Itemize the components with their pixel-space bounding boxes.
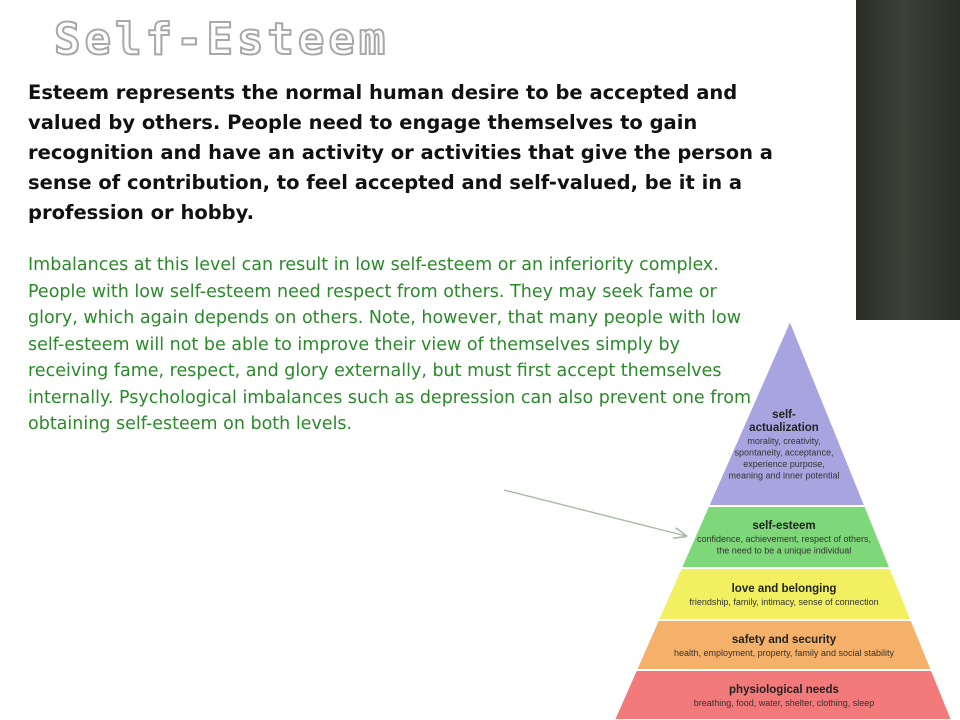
pyramid-level-description: health, employment, property, family and… [674, 648, 894, 658]
pyramid-level-name: safety and security [732, 634, 837, 646]
pyramid-level-description: friendship, family, intimacy, sense of c… [689, 597, 878, 607]
slide-title: Self-Esteem [53, 13, 390, 66]
pyramid-level-name: physiological needs [729, 684, 839, 696]
pyramid-level-name: self-actualization [749, 409, 819, 434]
pyramid-level-description: morality, creativity,spontaneity, accept… [728, 436, 839, 481]
pyramid-level-description: breathing, food, water, shelter, clothin… [694, 698, 875, 708]
pyramid-level-physiological-needs [612, 669, 952, 720]
pyramid-level-name: love and belonging [732, 583, 837, 595]
detail-paragraph: Imbalances at this level can result in l… [28, 255, 751, 434]
pyramid-level-name: self-esteem [752, 520, 815, 532]
intro-paragraph: Esteem represents the normal human desir… [28, 81, 773, 224]
decorative-side-bar [856, 0, 960, 320]
pyramid-level-description: confidence, achievement, respect of othe… [697, 534, 871, 556]
